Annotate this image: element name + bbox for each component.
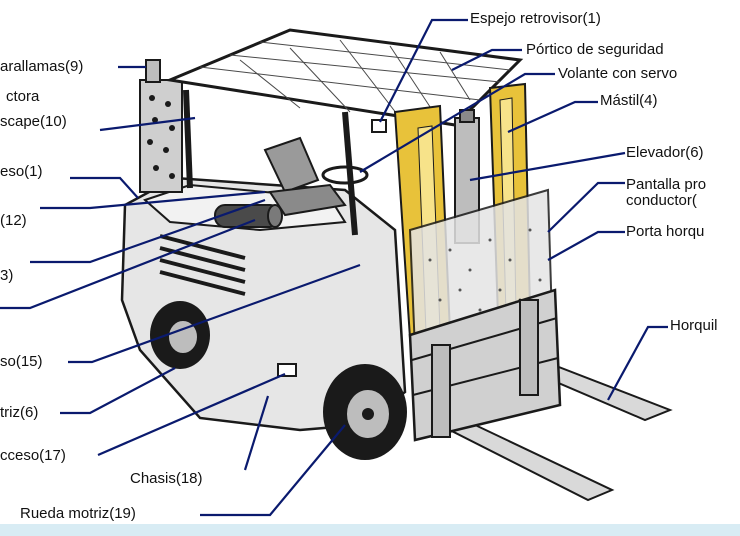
label-acceso: cceso(17) xyxy=(0,447,66,464)
leader-rueda xyxy=(200,424,346,517)
label-3: 3) xyxy=(0,267,14,284)
rear-wheel xyxy=(150,301,210,369)
leader-porta xyxy=(547,230,625,261)
leader-motriz6 xyxy=(60,367,176,415)
leader-pantalla xyxy=(547,181,625,233)
hydraulic-cylinder xyxy=(214,204,283,228)
leader-15 xyxy=(68,263,361,364)
front-wheel xyxy=(323,364,407,460)
leader-3 xyxy=(30,198,266,264)
label-pantalla-line2: conductor( xyxy=(626,192,697,209)
label-porta-horquillas: Porta horqu xyxy=(626,223,705,240)
leader-acceso xyxy=(97,372,286,457)
label-chasis: Chasis(18) xyxy=(130,470,203,487)
label-elevador: Elevador(6) xyxy=(626,144,704,161)
grille xyxy=(159,234,246,296)
label-portico-seguridad: Pórtico de seguridad xyxy=(526,41,664,58)
access-step xyxy=(277,363,297,377)
operator-seat xyxy=(263,136,347,217)
label-contrapeso: eso(1) xyxy=(0,163,43,180)
label-horquillas: Horquil xyxy=(670,317,718,334)
leader-elevador xyxy=(469,151,626,182)
label-volante-servo: Volante con servo xyxy=(558,65,678,82)
leader-horquillas xyxy=(607,325,668,401)
label-rueda-motriz-19: Rueda motriz(19) xyxy=(20,505,136,522)
leader-escape xyxy=(99,116,196,132)
fork-carriage xyxy=(408,288,562,442)
mirror xyxy=(371,119,387,133)
leader-12 xyxy=(40,190,266,210)
leader-espejo xyxy=(379,18,468,123)
label-12: (12) xyxy=(0,212,27,229)
label-parallamas: arallamas(9) xyxy=(0,58,84,75)
steering-wheel xyxy=(321,165,369,185)
label-rueda-motriz-6: triz(6) xyxy=(0,404,39,421)
guard-roof xyxy=(164,28,524,127)
leader-volante xyxy=(359,72,555,173)
screen-dots xyxy=(428,228,542,312)
leader-peso xyxy=(70,176,139,199)
leader-mastil xyxy=(507,100,598,134)
label-15: so(15) xyxy=(0,353,43,370)
leader-portico xyxy=(451,48,522,71)
label-mastil: Mástil(4) xyxy=(600,92,658,109)
label-pantalla-line1: Pantalla pro xyxy=(626,176,707,193)
bottom-strip xyxy=(0,524,740,536)
leader-cilindro xyxy=(0,218,256,310)
label-protectora: ctora xyxy=(6,88,40,105)
guard-posts xyxy=(183,89,358,236)
label-espejo-retrovisor: Espejo retrovisor(1) xyxy=(470,10,601,27)
leader-chasis xyxy=(243,395,270,471)
leader-lines xyxy=(0,18,668,517)
label-escape: scape(10) xyxy=(0,113,67,130)
exhaust-pipe xyxy=(139,59,183,193)
